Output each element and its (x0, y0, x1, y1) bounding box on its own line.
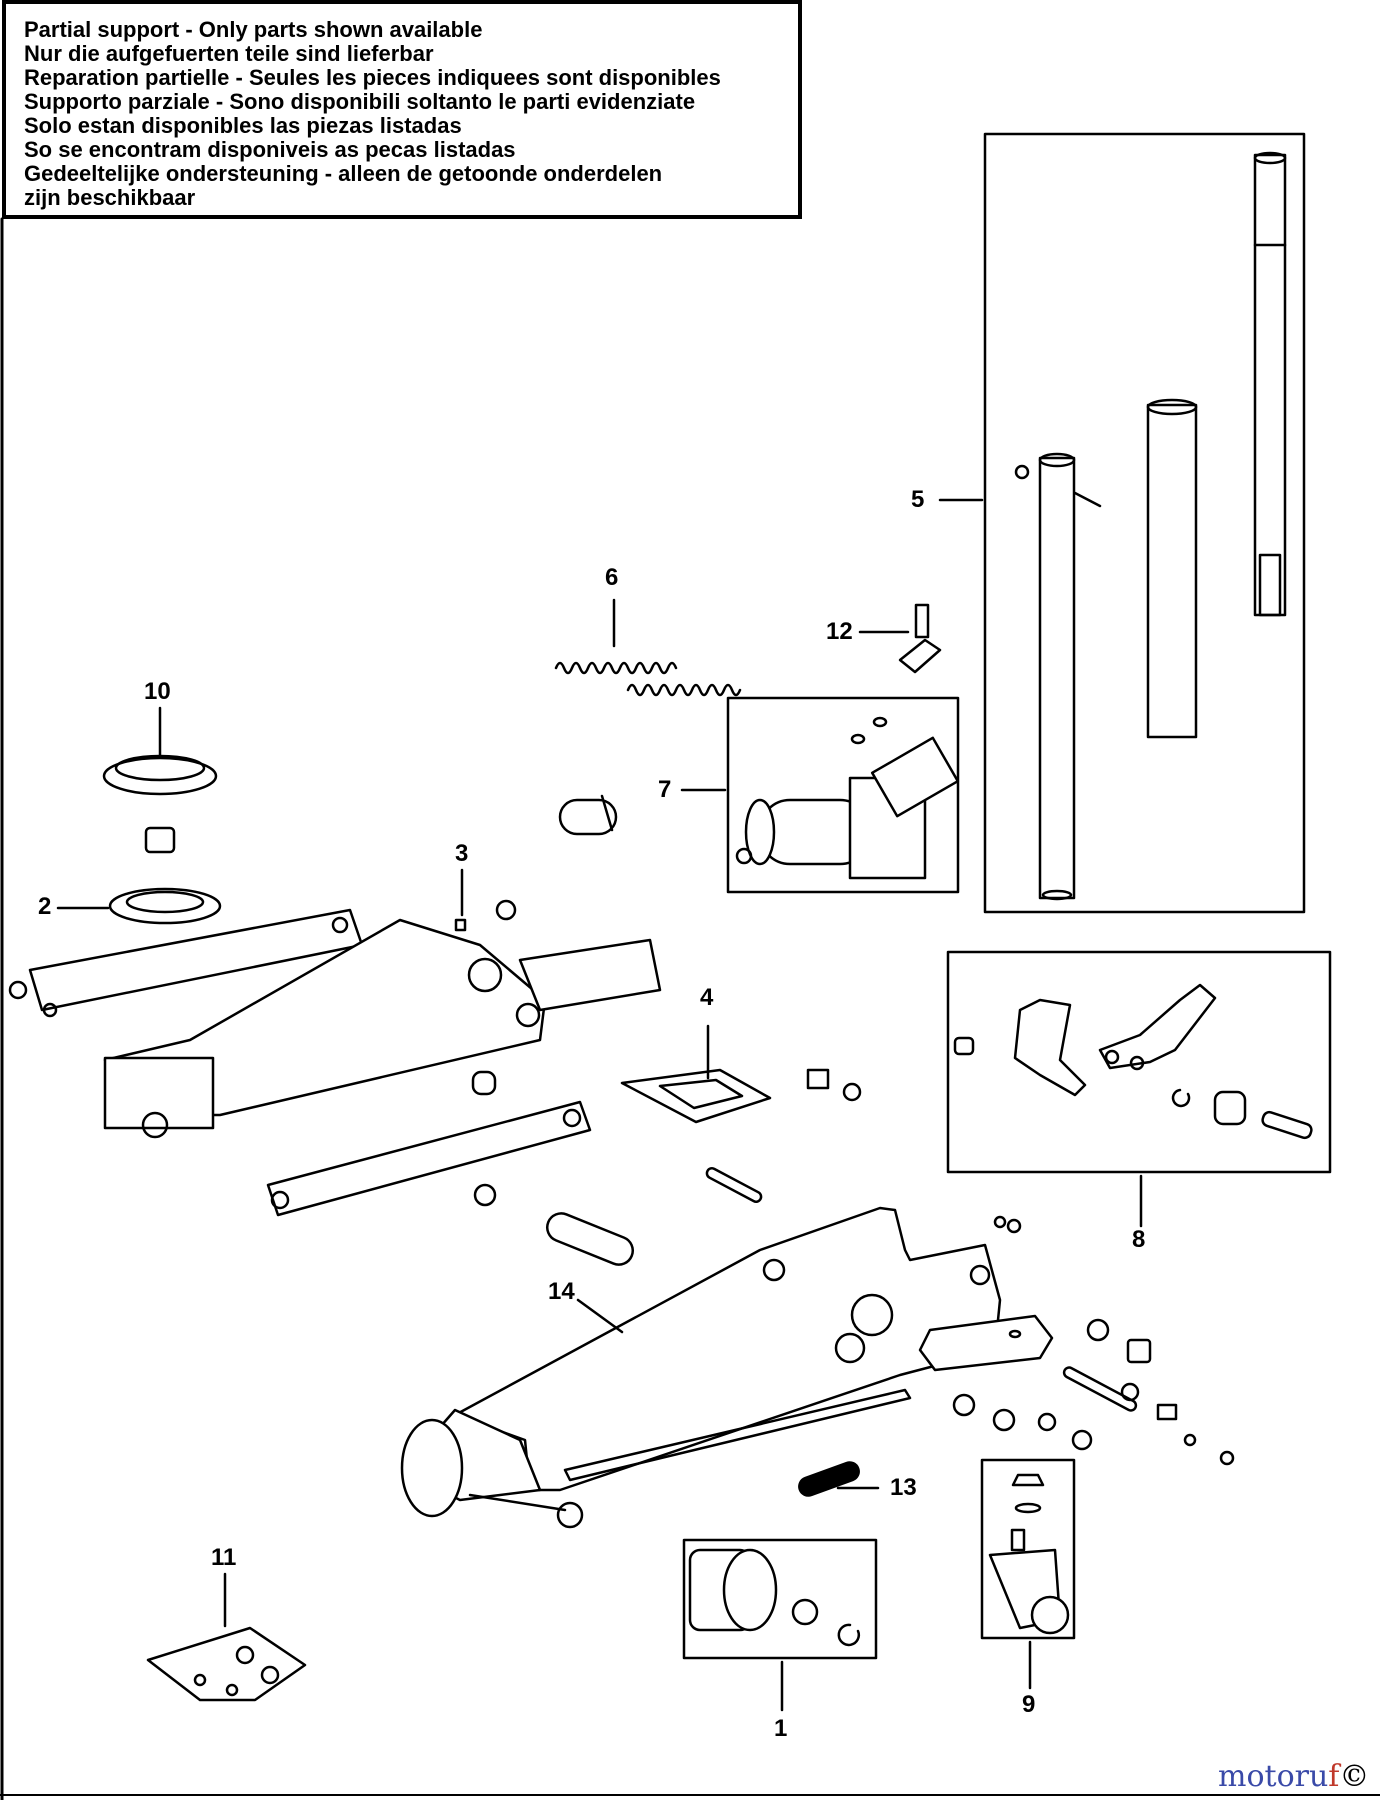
loose-hardware (8, 794, 1235, 1466)
part-2-saddle-base (108, 887, 222, 925)
copyright-mark: © (1339, 1759, 1370, 1794)
callout-2: 2 (38, 893, 52, 920)
notice-line: Supporto parziale - Sono disponibili sol… (24, 89, 696, 114)
part-7-pump-unit (726, 696, 960, 894)
part-4-tray (620, 1068, 772, 1124)
callout-6: 6 (605, 564, 619, 591)
notice-line: So se encontram disponiveis as pecas lis… (24, 137, 516, 162)
callout-12: 12 (826, 618, 853, 645)
notice-line: Solo estan disponibles las piezas listad… (24, 113, 462, 138)
availability-notice: Partial support - Only parts shown avail… (2, 0, 802, 219)
part-11-hardware-bag (146, 1626, 307, 1702)
notice-line: zijn beschikbaar (24, 185, 196, 210)
notice-line: Reparation partielle - Seules les pieces… (24, 65, 721, 90)
callout-1: 1 (774, 1715, 788, 1742)
watermark-text-accent: f (1328, 1759, 1340, 1794)
lower-link (266, 1100, 763, 1266)
lift-arm-assembly (28, 908, 662, 1139)
callout-8: 8 (1132, 1226, 1146, 1253)
part-5-handle-assembly (983, 132, 1306, 914)
callout-5: 5 (911, 486, 925, 513)
notice-line: Gedeeltelijke ondersteuning - alleen de … (24, 161, 663, 186)
notice-line: Nur die aufgefuerten teile sind lieferba… (24, 41, 434, 66)
callout-3: 3 (455, 840, 469, 867)
part-6-springs (554, 661, 742, 697)
callout-11: 11 (211, 1544, 237, 1571)
callout-4: 4 (700, 984, 714, 1011)
part-1-front-wheel (682, 1538, 878, 1660)
notice-line: Partial support - Only parts shown avail… (24, 17, 483, 42)
callout-14: 14 (548, 1278, 575, 1305)
callout-13: 13 (890, 1474, 917, 1501)
part-10-saddle (102, 754, 218, 854)
part-14-chassis (400, 1206, 1054, 1529)
watermark-logo: motoruf© (1218, 1762, 1369, 1792)
callout-9: 9 (1022, 1691, 1036, 1718)
watermark-text: motoru (1218, 1759, 1329, 1794)
part-12-release-valve (898, 603, 942, 674)
callout-10: 10 (144, 678, 171, 705)
part-9-caster (980, 1458, 1076, 1640)
part-13-label (798, 1461, 860, 1497)
part-8-pedal-assembly (946, 950, 1332, 1174)
part-3-grease-nipple (454, 918, 467, 932)
callout-7: 7 (658, 776, 672, 803)
callout-leaders (56, 498, 1143, 1712)
